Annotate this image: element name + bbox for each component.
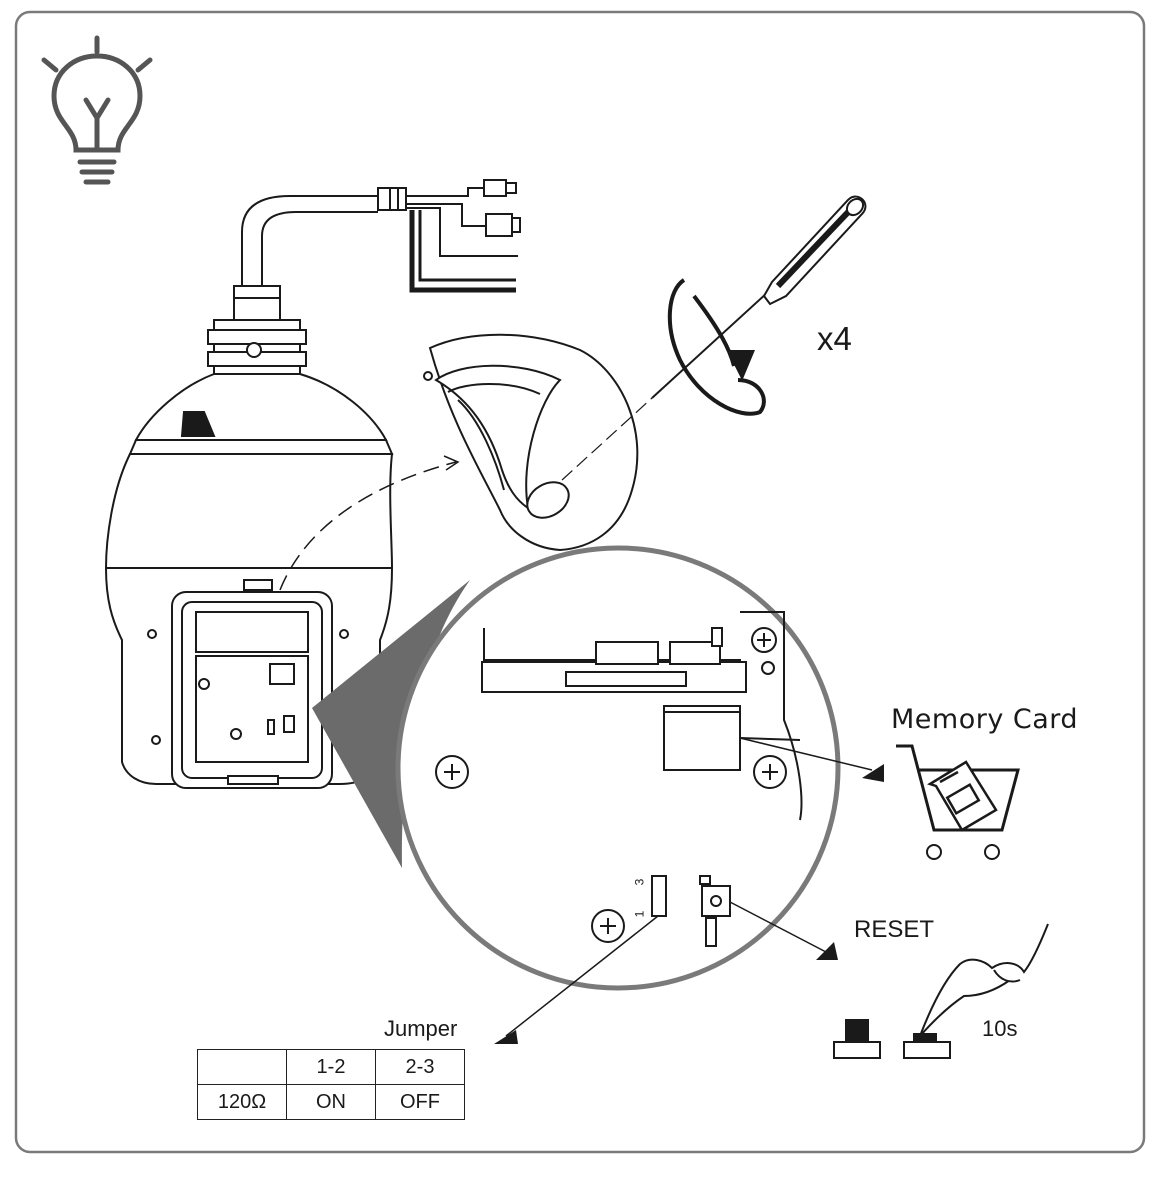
zoom-view [395,545,841,991]
jumper-table: 1-2 2-3 120Ω ON OFF [197,1049,465,1120]
arrow-reset [816,942,838,960]
memory-card-label: Memory Card [891,704,1079,735]
reset-label: RESET [854,916,935,943]
hold-time-label: 10s [982,1016,1018,1041]
arrow-memory [862,764,884,782]
screwdriver-icon [561,195,867,481]
memory-card-icon [927,760,998,832]
pointer-lines [505,737,873,1037]
jumper-label: Jumper [384,1016,458,1041]
table-header-cell: 2-3 [375,1049,465,1085]
table-row: 120Ω ON OFF [197,1084,465,1120]
button-icon [833,1019,951,1059]
removal-arrow-head [443,455,460,471]
cable-assembly [241,179,521,293]
table-header-cell [197,1049,287,1085]
camera-body [104,285,394,789]
table-cell: 120Ω [197,1084,287,1120]
table-cell: OFF [375,1084,465,1120]
hand-press-icon [919,923,1049,1037]
lightbulb-tip-icon [41,35,153,185]
dome-cover [423,333,639,552]
jumper-pin-1-label: 1 [632,910,647,918]
rotate-arrow-icon [667,278,766,416]
table-header-cell: 1-2 [286,1049,376,1085]
shopping-cart-icon [896,744,1020,860]
screw-count-label: x4 [817,320,852,357]
jumper-pin-3-label: 3 [632,878,647,886]
arrow-jumper [494,1030,518,1044]
outer-frame [14,10,1146,1154]
table-cell: ON [286,1084,376,1120]
jumper-table-header: 1-2 2-3 [197,1049,465,1085]
